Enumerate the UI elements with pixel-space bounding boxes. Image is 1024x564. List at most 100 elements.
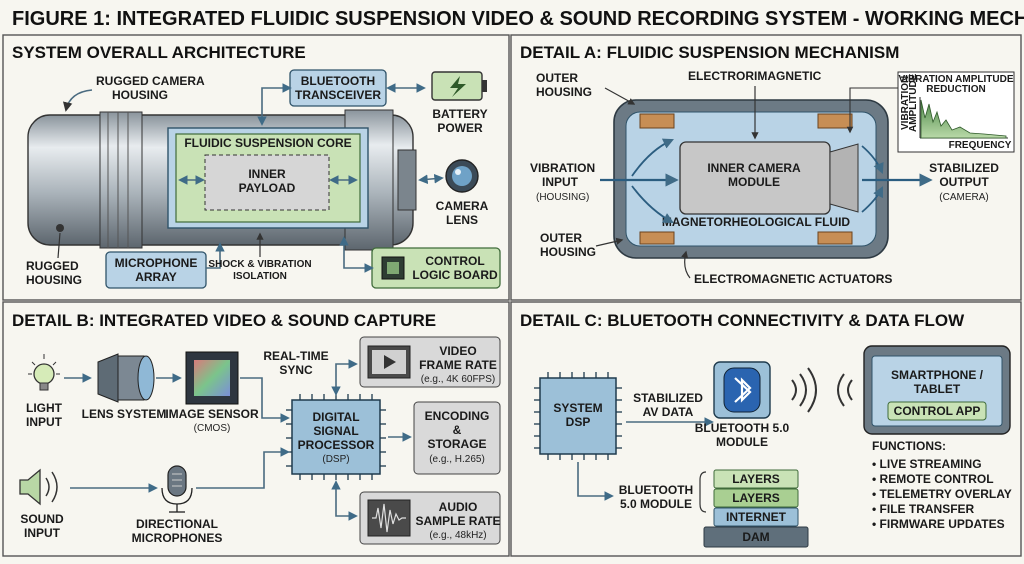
outer-top-arrow (604, 87, 636, 105)
dsp-audio-arrow (331, 480, 358, 521)
battery-icon (431, 71, 487, 101)
function-item-5: • FIRMWARE UPDATES (872, 517, 1005, 531)
figure-title: FIGURE 1: INTEGRATED FLUIDIC SUSPENSION … (12, 8, 1024, 30)
stabilized-line1: STABILIZED (929, 161, 999, 175)
encoding-line1: ENCODING (425, 409, 490, 423)
function-item-3: • TELEMETRY OVERLAY (872, 487, 1012, 501)
sync-line2: SYNC (279, 363, 313, 377)
bt-module-line2: MODULE (716, 435, 768, 449)
mics-line1: DIRECTIONAL (136, 517, 218, 531)
vibration-line2: INPUT (542, 175, 579, 189)
bt-module-line1: BLUETOOTH 5.0 (695, 421, 790, 435)
encoding-line3: STORAGE (427, 437, 486, 451)
graph-title-line1: VIBRATION AMPLITUDE (899, 74, 1014, 85)
overview-heading: SYSTEM OVERALL ARCHITECTURE (12, 43, 306, 62)
panel-detail-b (2, 301, 510, 557)
audio-line1: AUDIO (439, 500, 478, 514)
encoding-storage-box (413, 401, 501, 475)
lens-system-label: LENS SYSTEM (82, 407, 167, 421)
chip-icon (381, 256, 405, 280)
detail-a-heading: DETAIL A: FLUIDIC SUSPENSION MECHANISM (520, 43, 899, 62)
graph-ylabel-line2: AMPLITUDE (908, 73, 919, 132)
battery-line1: BATTERY (432, 107, 487, 121)
module-line2: MODULE (728, 175, 780, 189)
control-app-button (887, 401, 987, 421)
outer-bottom-line2: HOUSING (540, 245, 596, 259)
mic-line1: MICROPHONE (115, 256, 198, 270)
audio-sub: (e.g., 48kHz) (429, 530, 486, 541)
function-item-4: • FILE TRANSFER (872, 502, 975, 516)
wireless-signal-icon (791, 367, 853, 413)
bt-core-arrow (257, 83, 292, 126)
dsp-module2-arrow (577, 462, 614, 501)
sound-line1: SOUND (20, 512, 64, 526)
lightbulb-icon (28, 354, 60, 391)
phone-line1: SMARTPHONE / (891, 368, 984, 382)
mic-arrow (206, 242, 225, 269)
light-line1: LIGHT (26, 401, 63, 415)
lens-line1: CAMERA (436, 199, 489, 213)
vibration-line1: VIBRATION (530, 161, 595, 175)
graph-ylabel-line1: VIBRATION (900, 76, 911, 130)
payload-line2: PAYLOAD (239, 181, 296, 195)
housing-top-line1: RUGGED CAMERA (96, 74, 205, 88)
dsp-sub: (DSP) (322, 454, 349, 465)
bt-module2-line1: BLUETOOTH (619, 483, 693, 497)
flow-arrow-up (631, 138, 674, 177)
graph-xlabel: FREQUENCY (949, 140, 1012, 151)
lens-line2: LENS (446, 213, 478, 227)
sys-dsp-line2: DSP (566, 415, 591, 429)
sync-line1: REAL-TIME (263, 349, 328, 363)
lens-arrow (418, 173, 444, 185)
isolation-line1: SHOCK & VIBRATION (208, 259, 311, 270)
camera-module-lens (829, 143, 859, 213)
function-item-2: • REMOTE CONTROL (872, 472, 994, 486)
control-arrow (339, 236, 374, 273)
stack-layer-2 (713, 488, 799, 508)
vibration-sub: (HOUSING) (536, 192, 589, 203)
bluetooth-module-icon (713, 361, 771, 419)
bt-line1: BLUETOOTH (301, 74, 375, 88)
amplitude-graph-box (897, 71, 1015, 153)
payload-line1: INNER (248, 167, 286, 181)
battery-line2: POWER (437, 121, 483, 135)
flow-arrow-down (631, 185, 674, 224)
video-sub: (e.g., 4K 60FPS) (421, 374, 495, 385)
sound-line2: INPUT (24, 526, 61, 540)
actuators-label: ELECTROMAGNETIC ACTUATORS (694, 272, 892, 286)
stack-label-4: DAM (742, 530, 769, 544)
encoding-sub: (e.g., H.265) (429, 454, 485, 465)
stack-layer-4 (703, 526, 809, 548)
bt-module2-line2: 5.0 MODULE (620, 497, 692, 511)
control-line1: CONTROL (425, 254, 484, 268)
detail-c-heading: DETAIL C: BLUETOOTH CONNECTIVITY & DATA … (520, 311, 965, 330)
inner-payload-box (204, 154, 330, 211)
graph-title-line2: REDUCTION (926, 84, 985, 95)
stack-label-1: LAYERS (732, 472, 780, 486)
outer-top-line2: HOUSING (536, 85, 592, 99)
detail-b-heading: DETAIL B: INTEGRATED VIDEO & SOUND CAPTU… (12, 311, 436, 330)
microphone-array-box (105, 251, 207, 289)
functions-title: FUNCTIONS: (872, 439, 946, 453)
housing-bottom-line2: HOUSING (26, 273, 82, 287)
sensor-dsp-arrow (240, 377, 290, 423)
system-dsp-chip (534, 372, 622, 460)
dsp-video-arrow (331, 359, 358, 396)
speaker-icon (19, 468, 58, 506)
flow-arrow-right-bottom (861, 186, 883, 213)
stabilized-sub: (CAMERA) (939, 192, 988, 203)
core-label: FLUIDIC SUSPENSION CORE (184, 136, 351, 150)
light-line2: INPUT (26, 415, 63, 429)
stack-label-3: INTERNET (726, 510, 787, 524)
dsp-chip (286, 394, 386, 480)
bt-line2: TRANSCEIVER (295, 88, 381, 102)
mic-line2: ARRAY (135, 270, 177, 284)
stack-layer-1 (713, 469, 799, 489)
av-line2: AV DATA (643, 405, 694, 419)
outer-bottom-line1: OUTER (540, 231, 582, 245)
stack-bracket (699, 471, 707, 513)
outer-bottom-arrow (595, 237, 624, 247)
graph-decay-curve (920, 99, 1007, 139)
phone-line2: TABLET (914, 382, 961, 396)
